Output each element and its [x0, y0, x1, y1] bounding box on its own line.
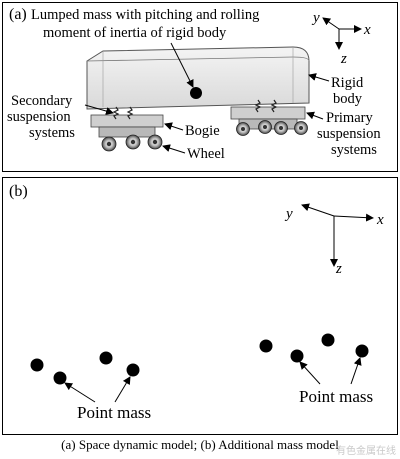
secondary-label-line3: systems — [29, 125, 75, 141]
secondary-label-line1: Secondary — [11, 93, 73, 109]
point-mass-dot — [321, 333, 335, 347]
panel-a-diagram: (a) — [7, 6, 381, 162]
left-point-masses — [30, 351, 140, 385]
rigid-body-label-line2: body — [333, 91, 363, 107]
point-mass-dot — [290, 349, 304, 363]
point-mass-left-label: Point mass — [77, 403, 151, 422]
bogie-label: Bogie — [185, 123, 220, 139]
axis-b-x: x — [376, 212, 384, 228]
rigid-body-shape — [86, 46, 310, 110]
axis-b-y: y — [284, 206, 293, 222]
left-bogie — [90, 106, 164, 152]
point-mass-dot — [259, 339, 273, 353]
axes-a: x y z — [311, 10, 371, 67]
wheel-arrow — [162, 144, 186, 154]
point-mass-right-arrow-2 — [350, 357, 362, 385]
primary-label-line2: suspension — [317, 126, 381, 142]
point-mass-left-arrow-1 — [64, 382, 96, 403]
axis-a-z: z — [340, 51, 347, 67]
point-mass-right-arrow-1 — [299, 361, 321, 385]
axis-a-x: x — [363, 22, 371, 38]
point-mass-dot — [99, 351, 113, 365]
wheel-label: Wheel — [187, 146, 225, 162]
panel-b-diagram: (b) x y z Point mass Point ma — [9, 183, 384, 422]
axis-a-y: y — [311, 10, 320, 26]
right-point-masses — [259, 333, 369, 363]
axis-b-z: z — [335, 261, 342, 277]
primary-label-line3: systems — [331, 142, 377, 158]
lumped-mass-label-line1: Lumped mass with pitching and rolling — [31, 7, 259, 23]
lumped-mass-arrow — [170, 42, 194, 88]
secondary-label-line2: suspension — [7, 109, 71, 125]
point-mass-dot — [30, 358, 44, 372]
axes-b: x y z — [284, 203, 384, 277]
secondary-arrow — [84, 104, 114, 115]
panel-b-additional-mass-model: (b) x y z Point mass Point ma — [2, 177, 398, 435]
right-bogie — [230, 99, 308, 136]
rigid-body-arrow — [308, 73, 330, 82]
primary-label-line1: Primary — [326, 110, 373, 126]
watermark: 有色金属在线 — [336, 446, 396, 457]
panel-a-space-dynamic-model: (a) — [2, 2, 398, 172]
bogie-arrow — [164, 122, 184, 131]
point-mass-right-label: Point mass — [299, 387, 373, 406]
primary-arrow — [306, 111, 324, 120]
point-mass-dot — [53, 371, 67, 385]
panel-b-label: (b) — [9, 183, 28, 200]
figure-caption: (a) Space dynamic model; (b) Additional … — [61, 437, 339, 452]
point-mass-dot — [355, 344, 369, 358]
lumped-mass-dot — [190, 87, 202, 99]
point-mass-dot — [126, 363, 140, 377]
lumped-mass-label-line2: moment of inertia of rigid body — [43, 25, 227, 41]
panel-a-label: (a) — [9, 6, 27, 23]
point-mass-left-arrow-2 — [114, 376, 131, 403]
rigid-body-label-line1: Rigid — [331, 75, 364, 91]
